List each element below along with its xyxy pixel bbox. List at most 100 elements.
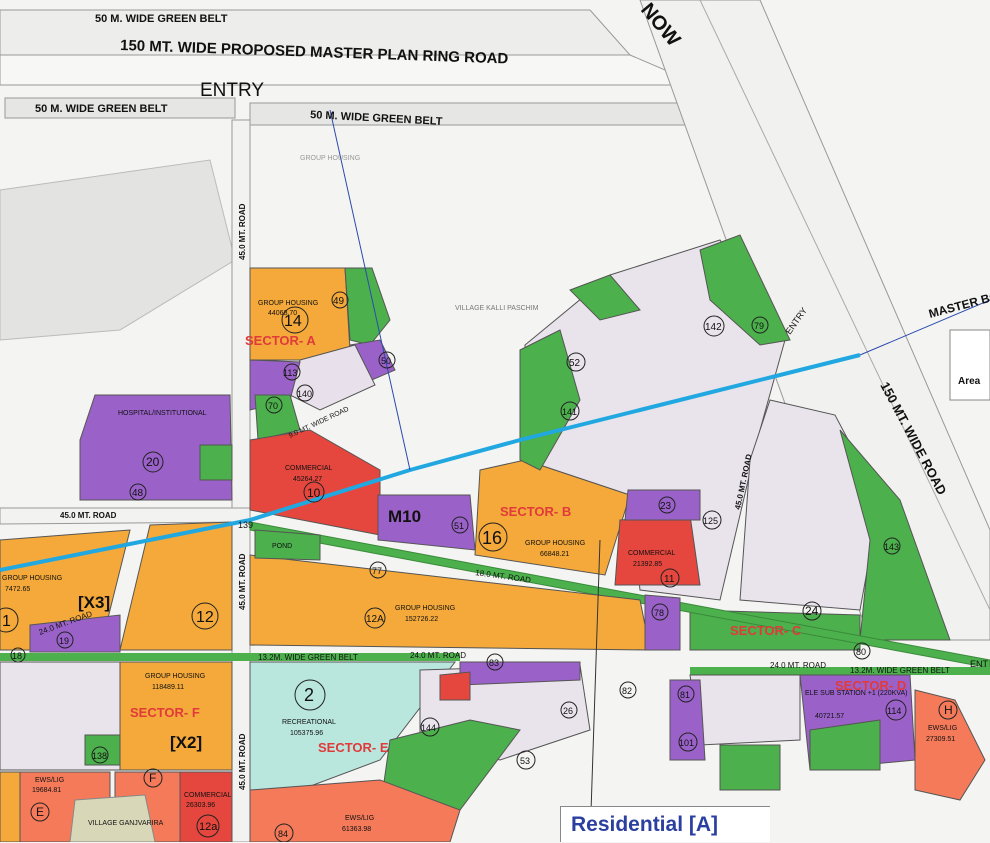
commercial10-area: 45264.27: [293, 476, 322, 483]
plot-commercial-e[interactable]: [439, 671, 471, 701]
plot-group-housing-12[interactable]: [119, 521, 233, 651]
num-H: H: [944, 703, 953, 717]
road-45-horizontal-label: 45.0 MT. ROAD: [60, 511, 117, 520]
plot-purple-78[interactable]: [644, 594, 681, 651]
sector-c-grid-area[interactable]: [739, 399, 881, 611]
ews-right-name: EWS/LIG: [928, 725, 957, 732]
plot-recreational-2[interactable]: [249, 661, 457, 791]
sector-b-grid-area[interactable]: [524, 239, 786, 601]
sector-d-grid[interactable]: [689, 674, 801, 746]
plot-green-138[interactable]: [84, 734, 121, 766]
residential-legend-label: Residential [A]: [571, 813, 719, 836]
road-45-vertical-bottom-label: 45.0 MT. ROAD: [238, 553, 247, 610]
gh-left-name: GROUP HOUSING: [2, 575, 62, 582]
top-green-belt-label: 50 M. WIDE GREEN BELT: [95, 13, 228, 25]
num-12: 12: [196, 609, 214, 626]
gh14-area: 44068.70: [268, 310, 297, 317]
pond-label: POND: [272, 543, 292, 550]
area-label: Area: [958, 376, 981, 387]
plot-purple-19[interactable]: [29, 614, 121, 653]
green-belt-mid-left: [4, 97, 236, 119]
plot-hospital-20[interactable]: [79, 394, 233, 501]
gh-left-area: 7472.65: [5, 586, 30, 593]
plot-f-orange-left[interactable]: [0, 771, 21, 842]
commercial12a-area: 26303.96: [186, 802, 215, 809]
village-ganj-label: VILLAGE GANJVARIRA: [88, 820, 164, 827]
num-114: 114: [887, 706, 901, 716]
sector-d-label: SECTOR- D: [835, 678, 906, 693]
num-18: 18: [12, 651, 22, 661]
num-113: 113: [283, 368, 297, 378]
hospital-label: HOSPITAL/INSTITUTIONAL: [118, 410, 207, 417]
green-belt-left-label: 50 M. WIDE GREEN BELT: [35, 103, 168, 115]
num-80: 80: [856, 647, 866, 657]
num-83: 83: [489, 658, 499, 668]
commercial11-name: COMMERCIAL: [628, 550, 676, 557]
ent-right-edge-label: ENT: [970, 659, 989, 669]
green-belt-13-2-left: [0, 653, 460, 661]
num-51: 51: [454, 521, 464, 531]
hatched-area-left: [0, 159, 236, 341]
ele-area: 40721.57: [815, 713, 844, 720]
recreational-name: RECREATIONAL: [282, 719, 336, 726]
num-12A: 12A: [366, 614, 384, 625]
right-legend-box: [949, 329, 990, 401]
sector-c-green-right[interactable]: [839, 429, 951, 641]
num-82: 82: [622, 686, 632, 696]
num-10: 10: [307, 486, 321, 500]
num-23: 23: [660, 501, 672, 512]
num-49: 49: [333, 296, 345, 307]
plot-d-green[interactable]: [809, 719, 881, 771]
thin-blue-line-2: [329, 109, 411, 471]
road-24-c-label: 24.0 MT. ROAD: [770, 661, 826, 670]
plot-group-housing-16[interactable]: [474, 459, 631, 576]
num-48: 48: [132, 488, 144, 499]
num-m10: M10: [388, 507, 421, 526]
gh12a-name: GROUP HOUSING: [395, 605, 455, 612]
residential-legend: Residential [A]: [560, 806, 770, 842]
num-50: 50: [381, 356, 391, 366]
num-11: 11: [664, 574, 675, 585]
num-12a: 12a: [199, 821, 218, 833]
plot-ews-bottom[interactable]: [249, 779, 461, 842]
green-belt-13-b-label: 13.2M. WIDE GREEN BELT: [850, 666, 950, 675]
num-139: 139: [238, 520, 253, 530]
plot-hospital-green[interactable]: [199, 444, 233, 481]
plot-pond-green[interactable]: [254, 529, 321, 561]
plot-d-green-2[interactable]: [719, 744, 781, 791]
sector-a-label: SECTOR- A: [245, 333, 316, 348]
sector-b-green-inner[interactable]: [569, 274, 641, 321]
commercial12a-name: COMMERCIAL: [184, 792, 232, 799]
green-belt-13-a-label: 13.2M. WIDE GREEN BELT: [258, 653, 358, 662]
num-79: 79: [754, 321, 764, 331]
sector-f-label: SECTOR- F: [130, 705, 200, 720]
plot-a-green[interactable]: [344, 267, 391, 346]
ews-left-area: 19684.81: [32, 787, 61, 794]
entry-top-label: ENTRY: [200, 80, 264, 101]
sector-b-green-top[interactable]: [699, 234, 791, 346]
plot-b-purple[interactable]: [624, 489, 701, 521]
water-line: [0, 353, 861, 572]
road-45-vertical-top-label: 45.0 MT. ROAD: [238, 203, 247, 260]
plot-ews-right[interactable]: [914, 689, 986, 801]
plot-number-circles: [0, 291, 958, 842]
sector-c-label: SECTOR- C: [730, 623, 802, 638]
num-77: 77: [372, 566, 382, 576]
num-24: 24: [805, 604, 819, 618]
gh-f-name: GROUP HOUSING: [145, 673, 205, 680]
vertical-road-top: [231, 119, 251, 521]
num-52: 52: [569, 358, 581, 369]
gh14-name: GROUP HOUSING: [258, 300, 318, 307]
num-70: 70: [268, 401, 278, 411]
num-2: 2: [304, 685, 314, 705]
num-16: 16: [482, 528, 502, 548]
ews-bottom-area: 61363.98: [342, 826, 371, 833]
ews-left-name: EWS/LIG: [35, 777, 64, 784]
road-45-vertical-bottom-2-label: 45.0 MT. ROAD: [238, 733, 247, 790]
num-101: 101: [679, 738, 694, 748]
num-1: 1: [2, 613, 11, 630]
gh-f-area: 118489.11: [152, 684, 184, 691]
num-x3: [X3]: [78, 593, 110, 612]
commercial11-area: 21392.85: [633, 561, 662, 568]
right-road-edge: [699, 0, 990, 611]
